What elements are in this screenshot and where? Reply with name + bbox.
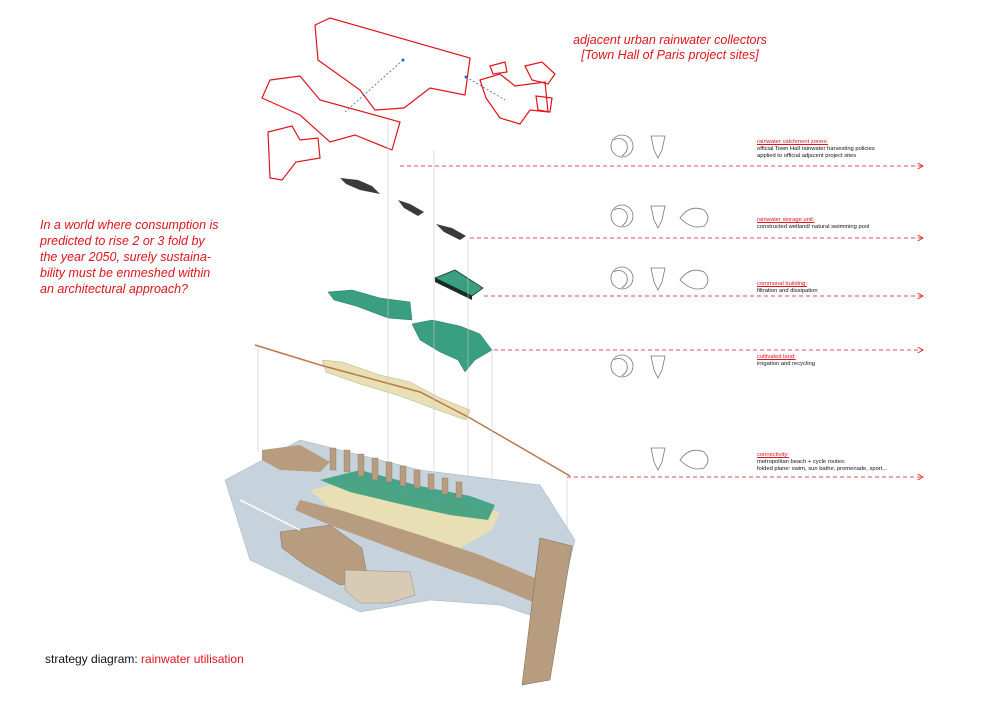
icon-row-cultivated — [610, 354, 666, 379]
site-model-base — [224, 439, 576, 686]
layer-heading: cultivated land: — [757, 354, 796, 360]
catchment-outline-right-d — [535, 95, 553, 113]
globe-icon — [610, 134, 634, 158]
title-line-2: [Town Hall of Paris project sites] — [581, 48, 759, 62]
layer-label-storage: rainwater storage unit: constructed wetl… — [757, 217, 957, 231]
catchment-outline-right-b — [489, 61, 508, 75]
body-figure-icon — [650, 135, 666, 159]
body-figure-icon — [650, 267, 666, 291]
question-line: an architectural approach? — [40, 282, 189, 296]
layer-heading: rainwater catchment zones: — [757, 139, 828, 145]
footer-caption: strategy diagram: rainwater utilisation — [45, 652, 244, 666]
layer-desc: metropolitan beach + cycle routes: — [757, 459, 846, 465]
layer-label-connectivity: connectivity: metropolitan beach + cycle… — [757, 452, 957, 473]
catchment-outline-main — [314, 17, 471, 111]
catchment-outline-small-left — [267, 125, 321, 181]
question-line: the year 2050, surely sustaina- — [40, 250, 211, 264]
leader-lines — [400, 166, 923, 477]
catchment-outline-right-c — [524, 61, 556, 85]
body-figure-icon — [650, 447, 666, 471]
icon-row-connectivity — [650, 447, 709, 471]
globe-icon — [610, 266, 634, 290]
icon-row-catchment — [610, 134, 666, 159]
layer-heading: rainwater storage unit: — [757, 217, 815, 223]
question-text: In a world where consumption is predicte… — [40, 217, 240, 297]
globe-icon — [610, 354, 634, 378]
flow-lines — [344, 59, 506, 113]
globe-icon — [610, 204, 634, 228]
storage-unit-layer — [340, 178, 466, 240]
swimmer-icon — [679, 207, 709, 228]
icon-row-storage — [610, 204, 709, 229]
swimmer-icon — [679, 449, 709, 470]
layer-desc: filtration and dissipation — [757, 288, 818, 294]
layer-label-catchment: rainwater catchment zones: official Town… — [757, 139, 957, 160]
catchment-zones-layer — [261, 17, 556, 181]
body-figure-icon — [650, 355, 666, 379]
layer-heading: communal building: — [757, 281, 807, 287]
flow-node — [464, 75, 468, 79]
layer-desc: applied to official adjacent project sit… — [757, 153, 857, 159]
diagram-title: adjacent urban rainwater collectors [Tow… — [560, 33, 780, 63]
layer-desc: folded plane: swim, sun bathe, promenade… — [757, 466, 888, 472]
layer-desc: official Town Hall rainwater harvesting … — [757, 146, 875, 152]
question-line: In a world where consumption is — [40, 218, 219, 232]
layer-label-communal: communal building: filtration and dissip… — [757, 281, 957, 295]
layer-heading: connectivity: — [757, 452, 789, 458]
layer-desc: irrigation and recycling — [757, 361, 815, 367]
cultivated-land-layer — [327, 289, 493, 373]
footer-prefix: strategy diagram: — [45, 652, 142, 666]
icon-row-communal — [610, 266, 709, 291]
title-line-1: adjacent urban rainwater collectors — [573, 33, 767, 47]
catchment-outline-right-a — [479, 73, 549, 125]
footer-highlight: rainwater utilisation — [141, 652, 244, 666]
layer-label-cultivated: cultivated land: irrigation and recyclin… — [757, 354, 957, 368]
swimmer-icon — [679, 269, 709, 290]
flow-node — [401, 58, 405, 62]
layer-desc: constructed wetland/ natural swimming po… — [757, 224, 870, 230]
communal-building-layer — [434, 269, 484, 300]
question-line: predicted to rise 2 or 3 fold by — [40, 234, 205, 248]
body-figure-icon — [650, 205, 666, 229]
question-line: bility must be enmeshed within — [40, 266, 211, 280]
catchment-outline-left — [261, 75, 401, 151]
